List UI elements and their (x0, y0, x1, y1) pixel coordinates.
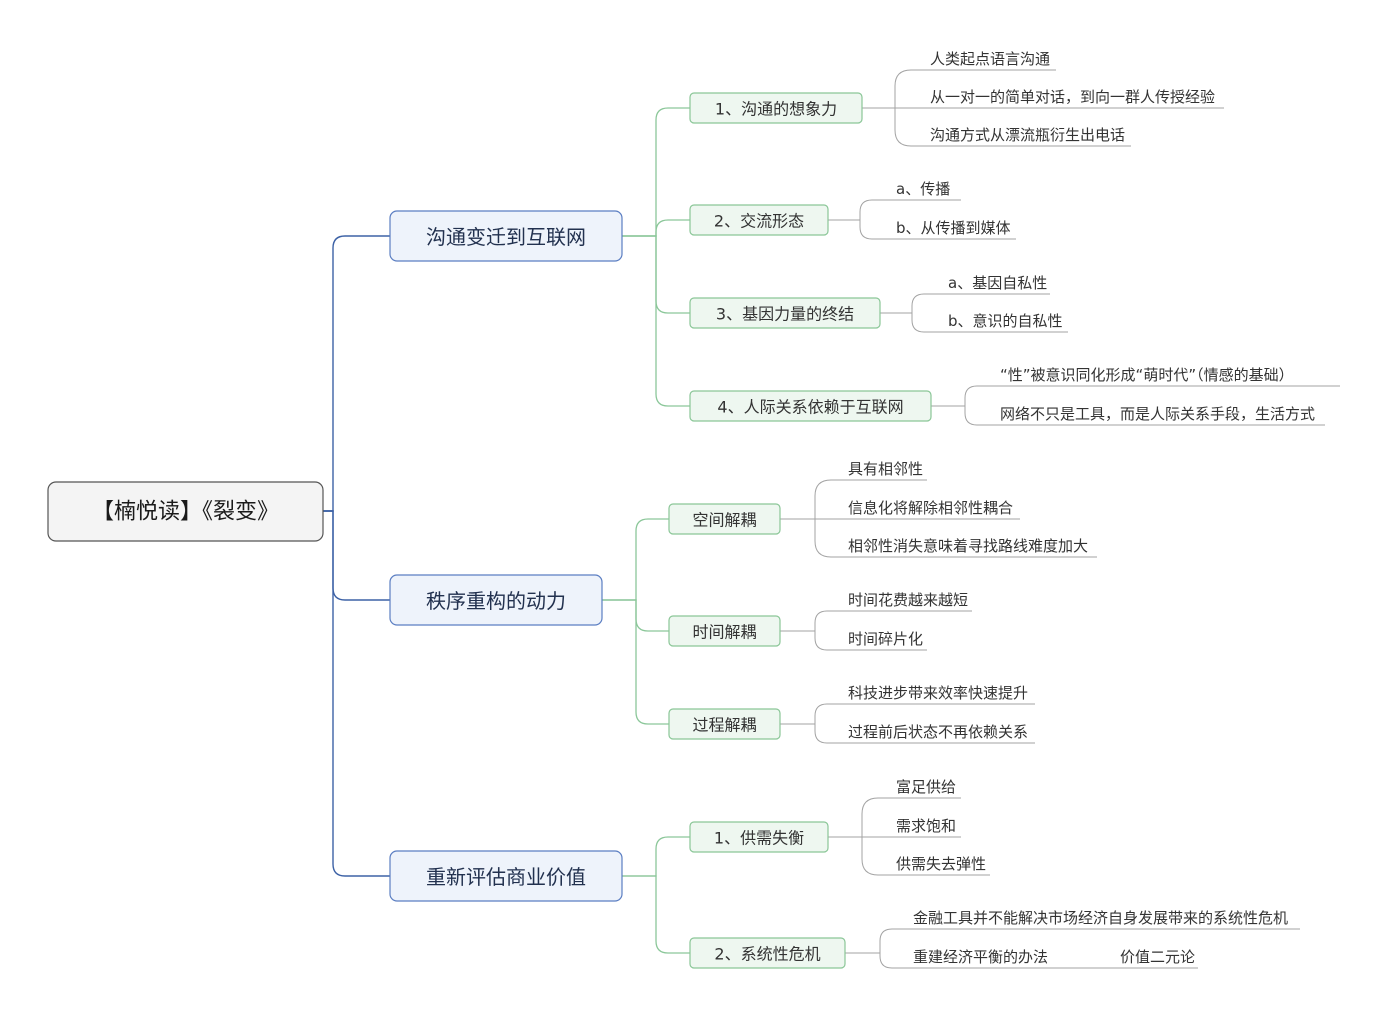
subtopic-node-label: 1、沟通的想象力 (715, 100, 837, 119)
leaf-label: 重建经济平衡的办法 (913, 948, 1048, 966)
topic-node-label: 秩序重构的动力 (426, 589, 566, 613)
leaf-line-b1-c2-l1 (828, 199, 961, 221)
leaf-label: 科技进步带来效率快速提升 (848, 684, 1028, 702)
subtopic-node-label: 时间解耦 (692, 623, 756, 642)
leaf-line-b3-c2-l1 (845, 928, 1300, 954)
leaf-label: 信息化将解除相邻性耦合 (848, 499, 1013, 517)
topic-node-branch-2: 秩序重构的动力 (389, 574, 603, 626)
subtopic-node-box (668, 615, 781, 647)
leaf-line-b3-c1-l1 (828, 797, 961, 838)
leaf-label: b、意识的自私性 (948, 312, 1063, 330)
subtopic-node-label: 1、供需失衡 (714, 829, 804, 848)
branch-connectors (602, 107, 690, 954)
subtopic-node-label: 4、人际关系依赖于互联网 (717, 398, 903, 417)
leaf-line-b1-c2-l2 (828, 219, 1016, 240)
subtopic-node-box (689, 204, 829, 236)
subtopic-node-label: 2、交流形态 (714, 212, 804, 231)
subtopic-node-b1-c1: 1、沟通的想象力 (689, 92, 863, 124)
subtopic-node-b1-c4: 4、人际关系依赖于互联网 (689, 390, 932, 422)
leaf-label: a、基因自私性 (948, 274, 1047, 292)
connector-b3-c1 (622, 836, 690, 877)
subtopic-node-box (668, 503, 781, 535)
root-node-label: 【楠悦读】《裂变》 (92, 500, 279, 525)
leaf-line-b2-c3-l2 (780, 723, 1035, 744)
subtopic-node-b2-c1: 空间解耦 (668, 503, 781, 535)
leaf-label: a、传播 (896, 180, 950, 198)
leaf-line-b1-c4-l1 (931, 385, 1340, 407)
connector-b2-c1 (602, 518, 669, 601)
leaf-line-b1-c3-l2 (880, 312, 1068, 333)
leaf-line-b1-c3-l1 (880, 293, 1050, 314)
topic-node-label: 重新评估商业价值 (426, 865, 586, 889)
subtopic-node-b3-c1: 1、供需失衡 (689, 821, 829, 853)
subtopic-node-label: 3、基因力量的终结 (716, 305, 854, 324)
leaf-line-b2-c1-l1 (780, 479, 927, 520)
leaf-label: 供需失去弹性 (896, 855, 986, 873)
subtopic-node-box (668, 708, 781, 740)
leaf-line-b2-c2-l2 (780, 630, 927, 651)
subtopic-node-label: 空间解耦 (692, 511, 756, 530)
subtopic-node-b3-c2: 2、系统性危机 (689, 937, 846, 969)
subtopic-node-box (689, 297, 881, 329)
leaf-label: 过程前后状态不再依赖关系 (848, 723, 1028, 741)
leaf-label: 需求饱和 (896, 817, 956, 835)
leaf-label: 金融工具并不能解决市场经济自身发展带来的系统性危机 (913, 909, 1288, 927)
topic-node-box (389, 210, 623, 262)
topic-node-box (389, 850, 623, 902)
connector-root-to-branch-1 (323, 235, 390, 512)
leaf-group: 人类起点语言沟通 从一对一的简单对话，到向一群人传授经验 沟通方式从漂流瓶衍生出… (848, 50, 1315, 966)
root-node-box (47, 481, 324, 542)
connector-b1-c4 (622, 235, 690, 407)
leaf-line-b1-c4-l2 (931, 405, 1325, 426)
sub-leaf-label: 价值二元论 (1120, 948, 1195, 966)
leaf-line-b1-c1-l1 (862, 69, 1056, 109)
connector-root-to-branch-3 (323, 510, 390, 877)
leaf-label: 富足供给 (896, 778, 956, 796)
leaf-label: 时间花费越来越短 (848, 591, 968, 609)
leaf-line-b2-c3-l1 (780, 703, 1035, 725)
subtopic-node-b1-c3: 3、基因力量的终结 (689, 297, 881, 329)
connector-b1-c2 (622, 219, 690, 237)
connector-b2-c3 (602, 599, 669, 725)
topic-node-branch-3: 重新评估商业价值 (389, 850, 623, 902)
subtopic-node-b2-c3: 过程解耦 (668, 708, 781, 740)
subtopic-node-box (689, 937, 846, 969)
leaf-label: 网络不只是工具，而是人际关系手段，生活方式 (1000, 405, 1315, 423)
leaf-line-b1-c1-l3 (862, 107, 1131, 147)
subtopic-node-b2-c2: 时间解耦 (668, 615, 781, 647)
subtopic-node-label: 过程解耦 (692, 716, 756, 735)
subtopic-node-label: 2、系统性危机 (714, 945, 820, 964)
leaf-line-b2-c2-l1 (780, 610, 972, 632)
leaf-label: “性”被意识同化形成“萌时代”（情感的基础） (1000, 366, 1294, 384)
leaf-label: 人类起点语言沟通 (930, 50, 1050, 68)
leaf-label: 时间碎片化 (848, 630, 923, 648)
leaf-label: 从一对一的简单对话，到向一群人传授经验 (930, 88, 1215, 106)
root-connectors (323, 235, 390, 877)
topic-node-branch-1: 沟通变迁到互联网 (389, 210, 623, 262)
leaf-label: b、从传播到媒体 (896, 219, 1011, 237)
subtopic-node-box (689, 390, 932, 422)
leaf-line-b2-c1-l3 (780, 518, 1097, 558)
topic-node-box (389, 574, 603, 626)
subtopic-node-box (689, 821, 829, 853)
leaf-label: 相邻性消失意味着寻找路线难度加大 (848, 537, 1088, 555)
root-node: 【楠悦读】《裂变》 (47, 481, 324, 542)
subtopic-node-box (689, 92, 863, 124)
leaf-line-b3-c2-l2 (845, 952, 1198, 969)
leaf-connectors (780, 69, 1340, 969)
subtopic-node-b1-c2: 2、交流形态 (689, 204, 829, 236)
leaf-label: 具有相邻性 (848, 460, 923, 478)
leaf-line-b3-c1-l3 (828, 836, 990, 876)
connector-b1-c1 (622, 107, 690, 237)
connector-b3-c2 (622, 875, 690, 954)
leaf-label: 沟通方式从漂流瓶衍生出电话 (930, 126, 1125, 144)
topic-node-label: 沟通变迁到互联网 (426, 225, 586, 249)
